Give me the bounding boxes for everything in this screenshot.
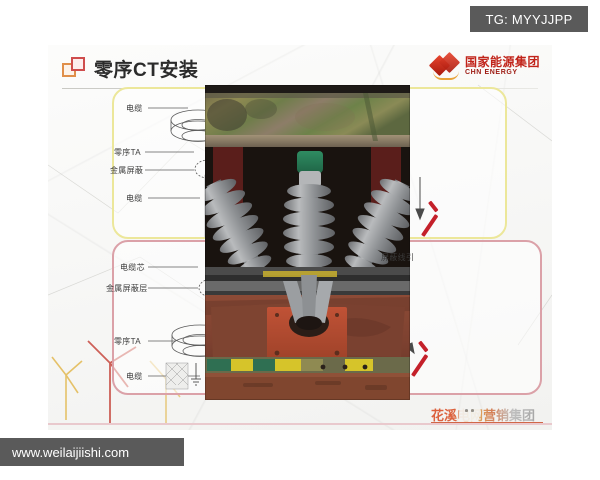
photo-content [205,85,410,400]
presentation-slide: 零序CT安装 国家能源集团 CHN ENERGY [48,45,552,430]
label-metal-shield-upper: 金属屏蔽 [110,166,144,175]
label-zero-sequence-ta-upper: 零序TA [114,148,141,157]
logo-name-cn: 国家能源集团 [464,55,540,70]
chn-energy-diamond-icon [428,51,461,80]
page-title: 零序CT安装 [94,60,199,81]
watermark-text: 花溪电网营销集团 [431,405,535,424]
label-metal-shield-layer: 金属屏蔽层 [106,284,148,293]
label-cable-upper-2: 电缆 [126,194,143,203]
chn-energy-logo: 国家能源集团 CHN ENERGY [428,51,540,80]
telegram-tag-badge: TG: MYYJJPP [470,6,588,32]
watermark-underline [431,422,543,424]
ct-installation-photo [205,85,410,400]
logo-name-en: CHN ENERGY [464,68,518,76]
red-check-icon-lower [411,330,442,377]
two-squares-icon [62,57,88,81]
site-url-badge: www.weilaijiishi.com [0,438,184,466]
slide-footer-rule [48,423,552,425]
channel-watermark: 花溪电网营销集团 [431,403,549,425]
label-shield-lead-out: 屏蔽线引 [381,253,415,262]
label-zero-sequence-ta-lower: 零序TA [114,337,141,346]
wechat-bubble-icon [459,403,481,421]
label-cable-lower: 电缆 [126,372,143,381]
label-cable-core: 电缆芯 [120,263,145,272]
red-check-icon-upper [421,190,452,237]
label-cable-upper: 电缆 [126,104,143,113]
